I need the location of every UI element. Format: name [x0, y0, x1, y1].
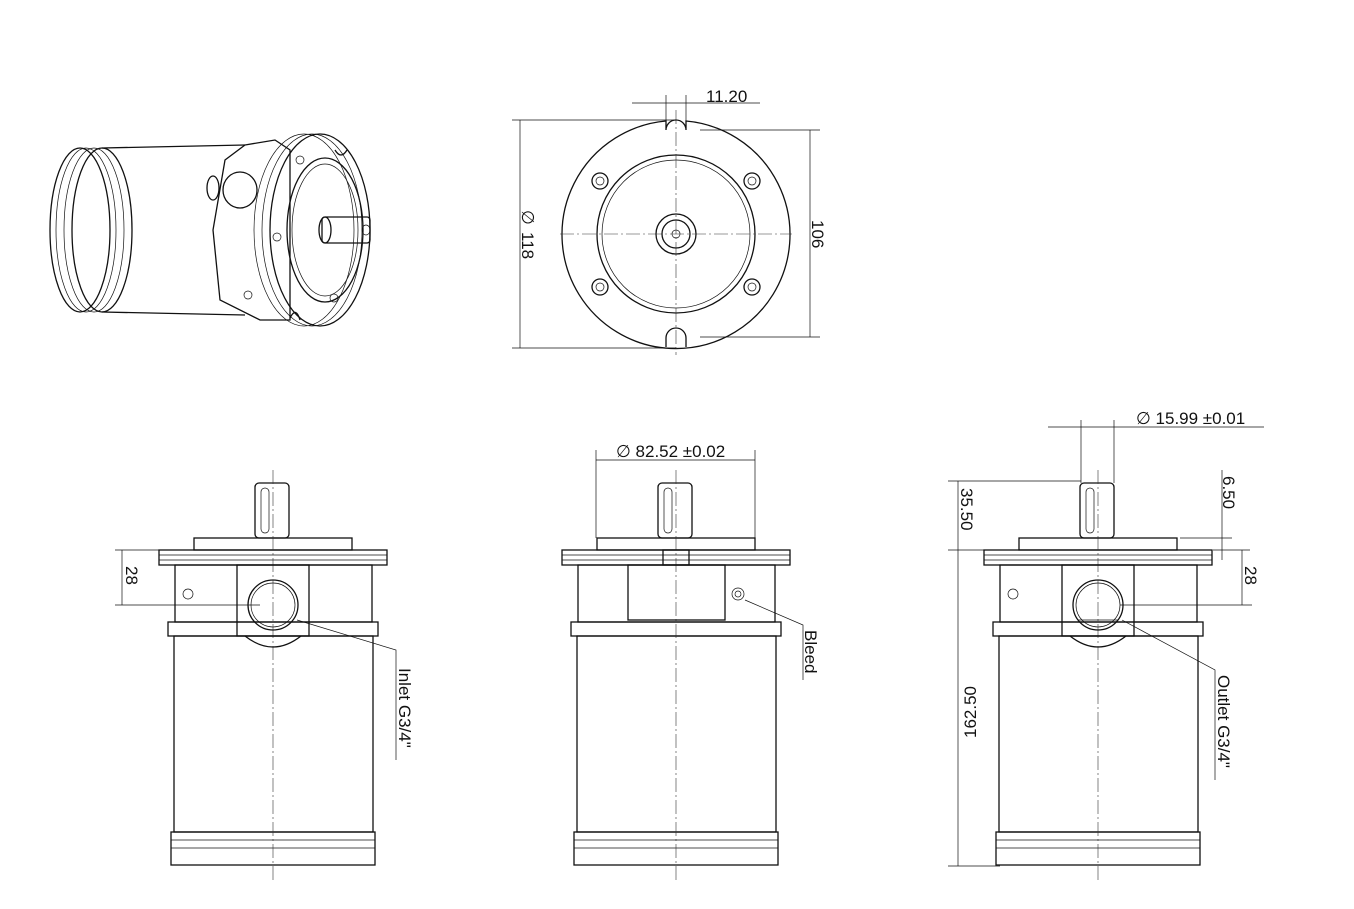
side-dimensions [115, 420, 1264, 867]
dim-slot-width: 11.20 [706, 87, 747, 106]
callout-bleed: Bleed [801, 630, 820, 673]
dim-pilot-diameter: ∅ 82.52 ±0.02 [616, 442, 725, 461]
diameter-symbol: ∅ [518, 210, 537, 225]
dim-body-length: 162.50 [961, 686, 980, 738]
side-view-bleed [561, 469, 791, 881]
dim-shaft-diameter: ∅ 15.99 ±0.01 [1136, 409, 1245, 428]
callout-inlet: Inlet G3/4" [395, 668, 414, 748]
callout-outlet: Outlet G3/4" [1214, 675, 1233, 768]
dim-port-height-right: 28 [1241, 566, 1260, 585]
dim-outer-diameter: 118 [518, 232, 537, 259]
side-view-inlet [158, 469, 388, 881]
top-view [512, 95, 820, 355]
dim-shaft-length: 35.50 [957, 488, 976, 531]
isometric-view [49, 133, 371, 327]
side-view-outlet [983, 469, 1213, 881]
dim-pilot-height: 6.50 [1219, 476, 1238, 509]
dim-bolt-span: 106 [808, 220, 827, 248]
bolt-holes [591, 172, 761, 296]
dim-port-height-left: 28 [122, 566, 141, 585]
